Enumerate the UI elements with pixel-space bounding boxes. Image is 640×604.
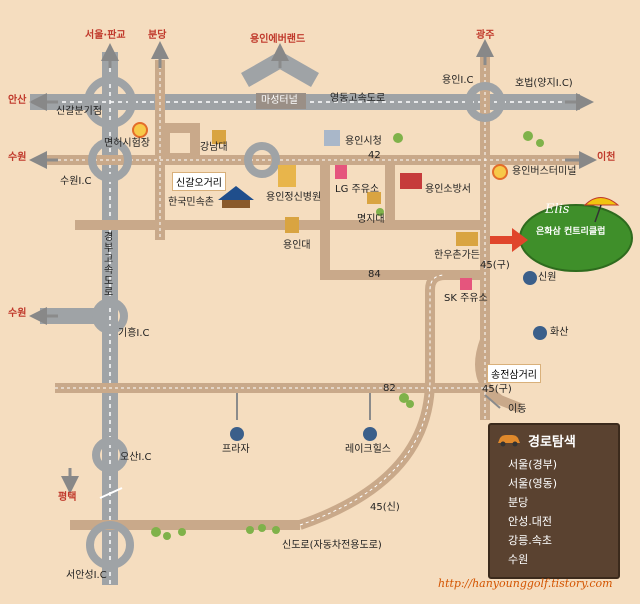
interchanges bbox=[84, 76, 505, 569]
label-gyeongbu-hwy: 경부고속도로 bbox=[104, 232, 114, 298]
label-yongin-ic: 용인I.C bbox=[442, 75, 474, 86]
label-singal-jct: 신갈분기점 bbox=[56, 106, 102, 117]
legend-item-5[interactable]: 강릉.속초 bbox=[508, 534, 552, 547]
tree-icons bbox=[151, 131, 544, 540]
label-yongin-city-hall: 용인시청 bbox=[345, 136, 382, 147]
label-seoanseong-ic: 서안성I.C bbox=[66, 570, 107, 581]
label-sk-station: SK 주유소 bbox=[444, 293, 488, 304]
label-yeongdong-hwy: 영동고속도로 bbox=[330, 93, 386, 104]
label-suwon-2: 수원 bbox=[8, 308, 27, 319]
label-suwon-ic: 수원I.C bbox=[60, 176, 92, 187]
club-name: 은화삼 컨트리클럽 bbox=[536, 227, 606, 237]
label-hobeop: 호법(양지I.C) bbox=[515, 78, 573, 89]
license-center-icon bbox=[132, 122, 148, 138]
yongin-univ-icon bbox=[285, 217, 299, 233]
label-route-84: 84 bbox=[368, 269, 381, 280]
label-lakehills: 레이크힐스 bbox=[345, 444, 391, 455]
destination-arrow bbox=[490, 228, 528, 252]
legend-item-2[interactable]: 서울(영동) bbox=[508, 477, 558, 490]
label-folk-village: 한국민속촌 bbox=[168, 197, 214, 208]
legend-header: 경로탐색 bbox=[490, 425, 618, 455]
umbrella-icon bbox=[583, 197, 620, 206]
label-osan-ic: 오산I.C bbox=[120, 452, 152, 463]
label-giheung-ic: 기흥I.C bbox=[118, 328, 150, 339]
label-bus-terminal: 용인버스터미널 bbox=[512, 166, 577, 177]
legend-item-1[interactable]: 서울(경부) bbox=[508, 458, 558, 471]
legend-item-3[interactable]: 분당 bbox=[508, 496, 529, 509]
label-ansan: 안산 bbox=[8, 95, 27, 106]
label-gangnam-univ: 강남대 bbox=[200, 142, 228, 153]
label-route-45-new: 45(신) bbox=[370, 502, 400, 513]
route-legend: 경로탐색 서울(경부) 서울(영동) 분당 안성.대전 강릉.속초 수원 bbox=[488, 423, 620, 579]
tunnel-box bbox=[256, 93, 306, 109]
label-route-82: 82 bbox=[383, 383, 396, 394]
folk-village-icon bbox=[218, 186, 254, 200]
direction-arrows bbox=[29, 39, 597, 494]
label-route-45-old-1: 45(구) bbox=[480, 260, 510, 271]
label-songjeon: 송전삼거리 bbox=[487, 364, 541, 383]
myongji-icon bbox=[367, 192, 381, 204]
jct-line bbox=[99, 487, 123, 499]
label-everland: 용인에버랜드 bbox=[250, 34, 306, 45]
route-ticks bbox=[236, 393, 501, 420]
legend-list: 서울(경부) 서울(영동) 분당 안성.대전 강릉.속초 수원 bbox=[508, 455, 618, 569]
label-pyeongtaek: 평택 bbox=[58, 492, 77, 503]
hanwoochon-icon bbox=[456, 232, 478, 246]
watermark-url: http://hanyounggolf.tistory.com bbox=[438, 577, 613, 590]
label-license-test: 면허시험장 bbox=[104, 138, 150, 149]
legend-item-4[interactable]: 안성.대전 bbox=[508, 515, 552, 528]
label-hwasan: 화산 bbox=[550, 327, 569, 338]
legend-item-6[interactable]: 수원 bbox=[508, 553, 529, 566]
label-route-42: 42 bbox=[368, 150, 381, 161]
hospital-icon bbox=[278, 165, 296, 187]
info-markers bbox=[230, 271, 547, 441]
label-icheon: 이천 bbox=[597, 152, 616, 163]
car-icon bbox=[498, 435, 520, 447]
golf-club-blob bbox=[519, 204, 633, 272]
city-hall-icon bbox=[324, 130, 340, 146]
university-building-icon bbox=[212, 130, 226, 144]
sk-station-icon bbox=[460, 278, 472, 290]
label-gwangju: 광주 bbox=[476, 30, 495, 41]
label-route-45-old-2: 45(구) bbox=[482, 384, 512, 395]
club-logo: Elis bbox=[545, 202, 570, 217]
label-seoul-pangyo: 서울·판교 bbox=[85, 30, 126, 41]
label-myongji: 명지대 bbox=[357, 214, 385, 225]
label-new-road: 신도로(자동차전용도로) bbox=[282, 540, 382, 551]
label-mental-hospital: 용인정신병원 bbox=[266, 192, 322, 203]
legend-title: 경로탐색 bbox=[528, 434, 576, 450]
label-plaza: 프라자 bbox=[222, 444, 250, 455]
label-suwon-west: 수원 bbox=[8, 152, 27, 163]
lg-station-icon bbox=[335, 165, 347, 179]
label-idong: 이동 bbox=[508, 404, 527, 415]
label-yongin-univ: 용인대 bbox=[283, 240, 311, 251]
label-lg-station: LG 주유소 bbox=[335, 184, 380, 195]
label-hanwoochon: 한우촌가든 bbox=[434, 250, 480, 261]
label-maseong-tunnel: 마성터널 bbox=[261, 95, 298, 106]
label-yongin-fire: 용인소방서 bbox=[425, 184, 471, 195]
label-sinwon: 신원 bbox=[538, 272, 557, 283]
fire-station-icon bbox=[400, 173, 422, 189]
label-singal-ogeori: 신갈오거리 bbox=[172, 172, 226, 191]
label-bundang: 분당 bbox=[148, 30, 167, 41]
bus-terminal-icon bbox=[492, 164, 508, 180]
